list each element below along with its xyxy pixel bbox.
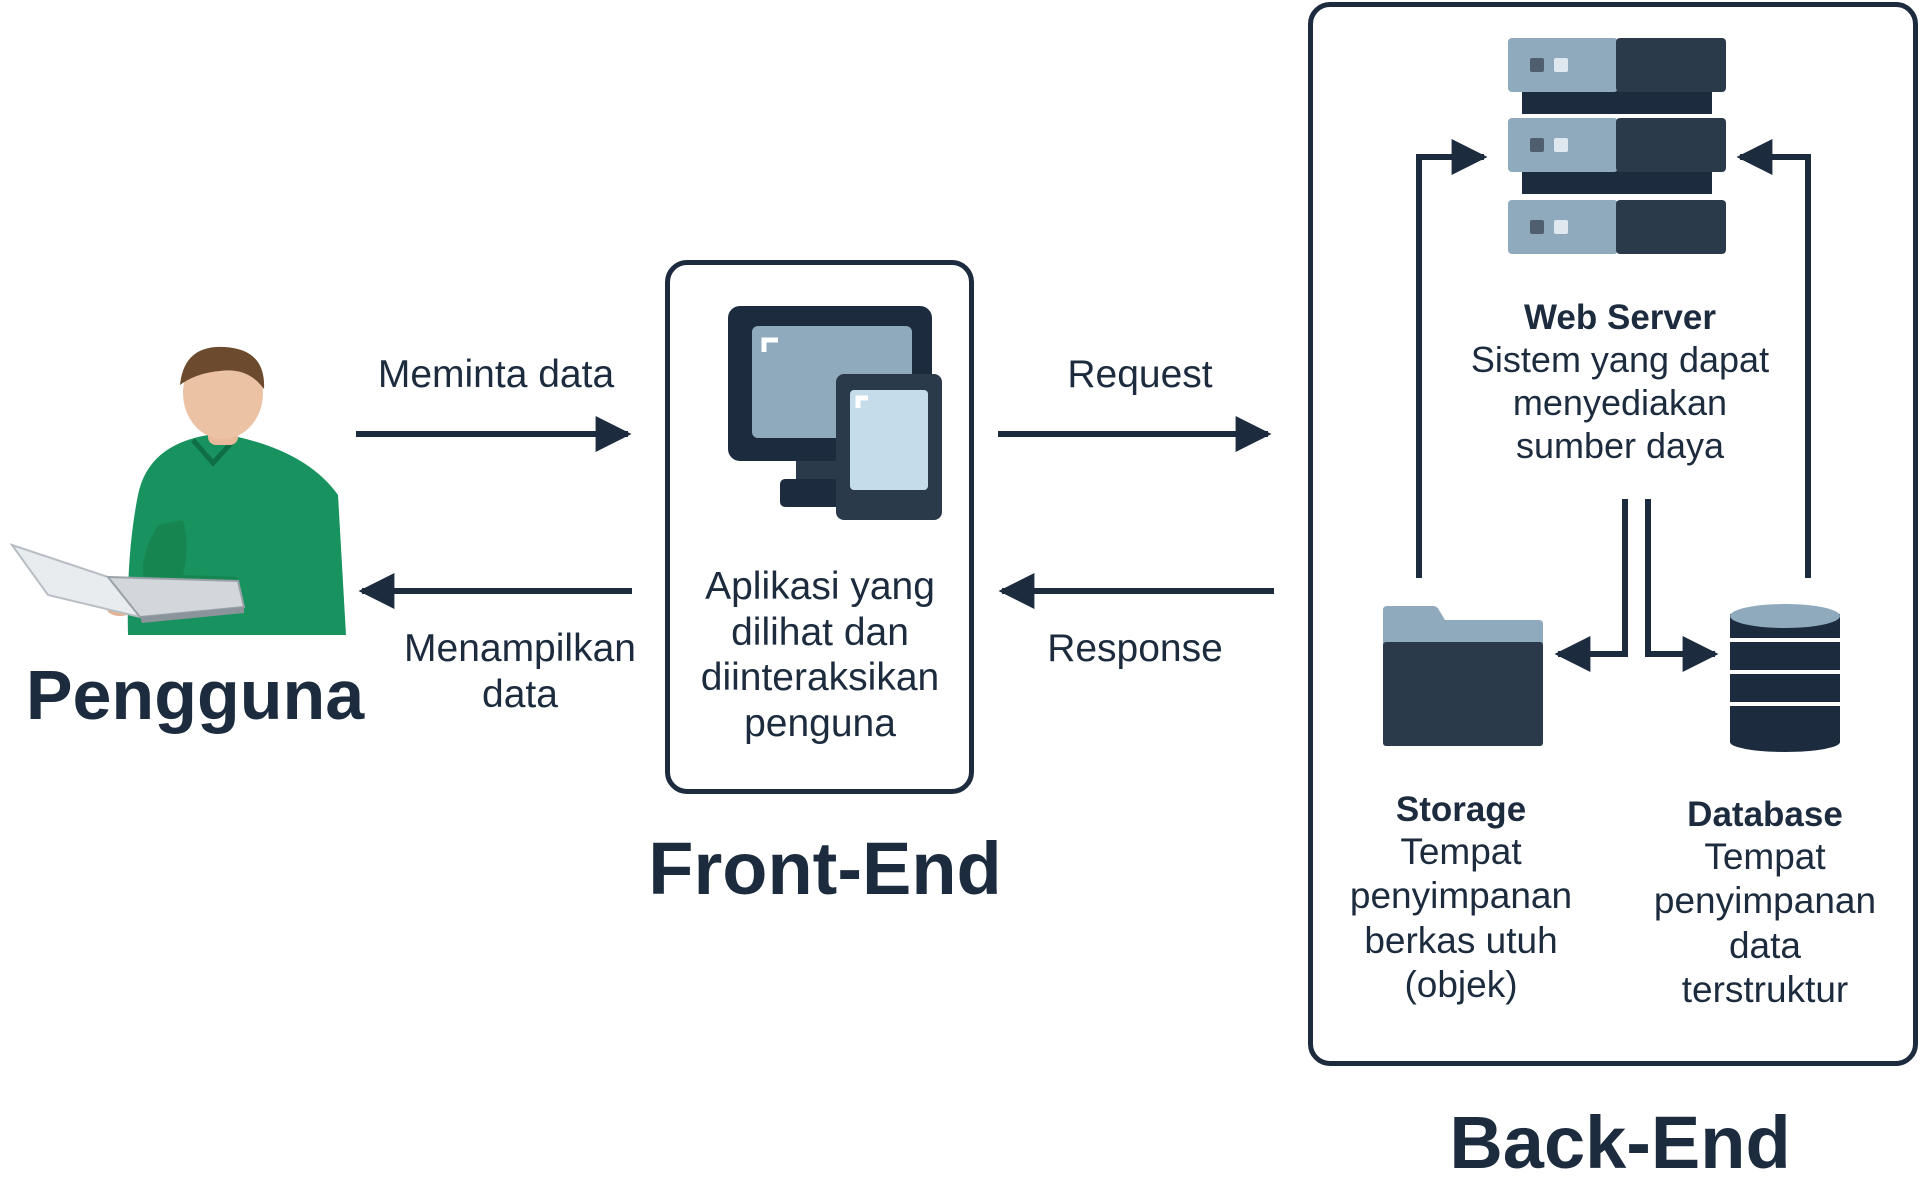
database-icon [1730, 604, 1840, 752]
arrow-storage-to-server [1416, 139, 1488, 578]
frontend-box [665, 260, 974, 794]
frontend-description: Aplikasi yang dilihat dan diinteraksikan… [700, 565, 940, 745]
database-description: Tempat penyimpanan data terstruktur [1653, 836, 1877, 1011]
storage-title: Storage [1395, 790, 1527, 829]
web-server-description: Sistem yang dapat menyediakan sumber day… [1470, 339, 1770, 467]
backend-title: Back-End [1449, 1101, 1791, 1184]
response-label: Response [1047, 627, 1223, 670]
web-server-title: Web Server [1524, 298, 1716, 337]
backend-box [1308, 2, 1918, 1066]
arrow-database-to-server [1736, 139, 1811, 578]
frontend-title: Front-End [648, 827, 1002, 910]
meminta-data-label: Meminta data [377, 353, 615, 396]
menampilkan-data-label: Menampilkan data [404, 627, 636, 716]
server-rack-icon [1508, 38, 1726, 258]
database-title: Database [1687, 795, 1843, 834]
person-with-laptop-icon [8, 345, 348, 645]
web-server-block: Web Server Sistem yang dapat menyediakan… [1420, 298, 1820, 468]
storage-description: Tempat penyimpanan berkas utuh (objek) [1349, 831, 1573, 1006]
storage-block: Storage Tempat penyimpanan berkas utuh (… [1326, 790, 1596, 1008]
arrow-server-to-storage [1554, 499, 1628, 672]
folder-icon [1383, 606, 1543, 746]
request-label: Request [1067, 353, 1213, 396]
database-block: Database Tempat penyimpanan data terstru… [1630, 795, 1900, 1013]
arrow-server-to-database [1645, 499, 1719, 672]
monitor-tablet-icon [728, 304, 946, 522]
user-label: Pengguna [25, 656, 365, 734]
